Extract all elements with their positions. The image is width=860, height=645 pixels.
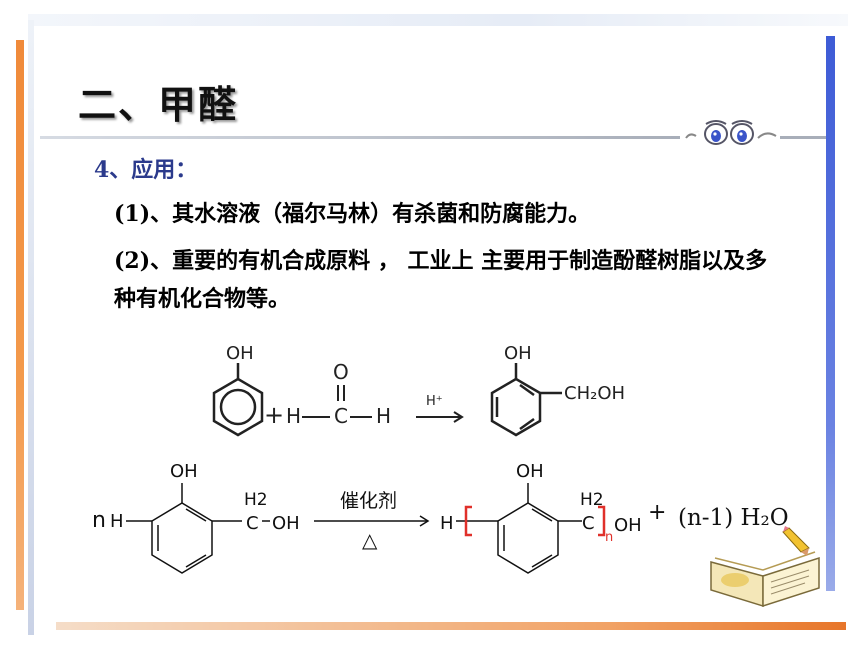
formaldehyde-carbon: C [334, 404, 348, 428]
reaction-polycondensation: n H OH H2 C OH 催化剂 △ H OH H2 C n OH + (n… [92, 461, 789, 574]
point-2: (2)、重要的有机合成原料 ， 工业上 主要用于制造酚醛树脂以及多种有机化合物等… [114, 248, 768, 312]
left-bracket [464, 505, 472, 537]
point-1: (1)、其水溶液（福尔马林）有杀菌和防腐能力。 [114, 201, 591, 227]
product-oh: OH [504, 343, 532, 364]
title-underline-end [780, 136, 826, 139]
product-ring [490, 363, 562, 437]
plus-sign-1: + [264, 401, 284, 429]
section-heading: 4、应用： [94, 157, 198, 183]
reactant-oh: OH [170, 461, 198, 482]
product-ch2oh: CH₂OH [564, 383, 625, 404]
product-h: H [440, 513, 454, 534]
left-decor-bar-light [28, 20, 34, 635]
product-oh-top: OH [516, 461, 544, 482]
catalyst-label: 催化剂 [340, 490, 397, 512]
product-ring [497, 483, 582, 574]
reaction-phenol-formaldehyde: OH + H C H O H⁺ OH CH₂OH [212, 343, 625, 437]
left-decor-bar [16, 40, 24, 610]
reactant-oh-end: OH [272, 513, 300, 534]
top-decor-bar [28, 14, 848, 26]
right-bracket [598, 505, 606, 537]
heat-symbol: △ [362, 528, 378, 552]
open-book-icon [710, 526, 820, 608]
product-c: C [582, 513, 595, 534]
formaldehyde-h-left: H [286, 404, 301, 428]
formaldehyde-oxygen: O [333, 360, 349, 384]
title-underline [40, 136, 680, 139]
phenol-oh: OH [226, 343, 254, 364]
reactant-h: H [110, 511, 124, 532]
coefficient-n: n [92, 508, 106, 533]
eyes-icon [685, 120, 777, 145]
right-decor-bar [826, 36, 835, 591]
subscript-n: n [605, 530, 613, 545]
bottom-decor-bar [56, 622, 846, 630]
catalyst-acid: H⁺ [426, 394, 443, 409]
slide-title: 二、甲醛 [78, 83, 239, 127]
reactant-c: C [246, 513, 259, 534]
plus-sign-2: + [648, 500, 666, 525]
reactant-ring [151, 483, 242, 574]
product-oh-end: OH [614, 515, 642, 536]
phenol-ring [212, 363, 264, 437]
water-term: (n-1) H₂O [678, 505, 789, 531]
reactant-h2: H2 [244, 490, 268, 510]
formaldehyde-h-right: H [376, 404, 391, 428]
product-h2: H2 [580, 490, 604, 510]
